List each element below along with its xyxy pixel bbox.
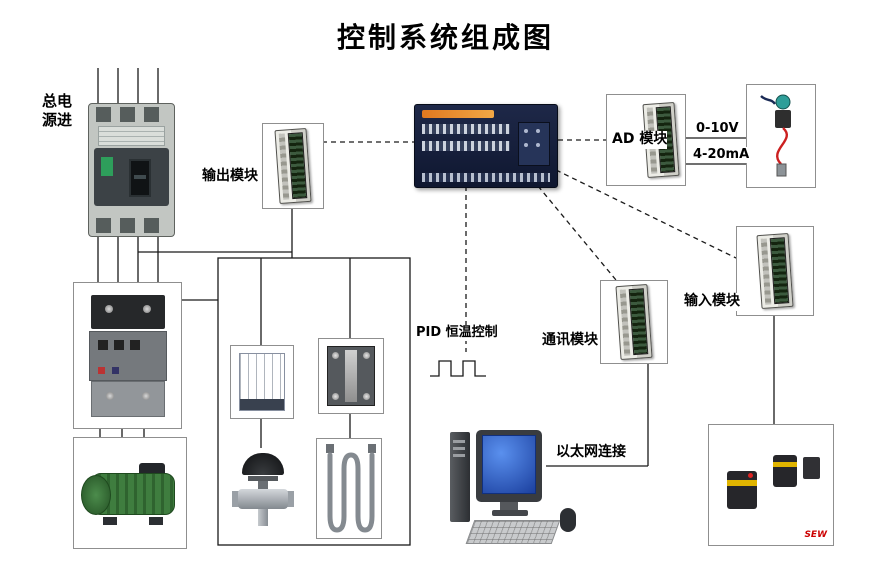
input-module-image (736, 226, 814, 316)
breaker-label-plate (98, 126, 165, 146)
field-sensors-image: SEW (708, 424, 834, 546)
sensor-red-cable (776, 127, 788, 165)
contactor-relay-image (318, 338, 384, 414)
ad-module-label: AD 模块 (612, 131, 668, 149)
computer-tower (450, 432, 470, 522)
breaker-green-sticker (101, 157, 113, 176)
heater-terminal (368, 444, 376, 453)
pid-control-label: PID 恒温控制 (416, 325, 498, 342)
comm-module-label: 通讯模块 (542, 332, 598, 350)
valve-flange-left (232, 491, 240, 507)
contactor-bottom-block (90, 380, 165, 417)
main-power-label-line1: 总电 (42, 92, 73, 110)
comm-io-module-graphic (615, 283, 653, 361)
plc-terminal-row-1 (422, 124, 510, 134)
ethernet-label: 以太网连接 (556, 444, 626, 462)
valve-body (238, 489, 288, 509)
heater-serpentine-tube (327, 452, 375, 533)
plc-to-comm-dashed-link (537, 185, 617, 281)
power-feed-lines (97, 68, 159, 103)
pressure-sensor-image (746, 84, 816, 188)
relay-image (230, 345, 294, 419)
valve-ring (248, 476, 278, 481)
compressor-graphic (81, 457, 179, 529)
sensor-body (775, 110, 791, 128)
relay-graphic (239, 353, 285, 411)
relay-silver-band (345, 350, 357, 402)
compressor-foot (103, 517, 117, 525)
monitor-base (492, 510, 528, 516)
module-terminal-strip (769, 237, 790, 305)
input-module-label: 输入模块 (684, 293, 740, 311)
valve-image (232, 448, 294, 534)
sensor-cube (803, 457, 820, 479)
breaker-front-panel (94, 148, 169, 206)
plc-controller-image (414, 104, 558, 188)
field-sensors-graphic: SEW (709, 425, 833, 545)
photo-sensor-small (773, 455, 797, 487)
comm-module-image (600, 280, 668, 364)
load-group-box (217, 257, 411, 546)
plc-side-panel (518, 122, 550, 166)
plc-terminal-row-2 (422, 141, 510, 151)
sensor-blue-wire (760, 95, 776, 105)
input-io-module-graphic (756, 232, 794, 310)
valve-actuator-dome (242, 453, 284, 475)
module-terminal-strip (287, 132, 308, 200)
analog-current-label: 4-20mA (693, 147, 750, 164)
ad-to-sensor-lines (686, 137, 746, 165)
breaker-top-terminals (96, 107, 167, 122)
valve-neck (258, 481, 268, 489)
compressor-foot (149, 517, 163, 525)
distribution-lines (138, 207, 351, 448)
mouse (560, 508, 576, 532)
main-power-label-line2: 源进 (42, 110, 73, 129)
contactor-top-block (90, 294, 165, 329)
analog-volt-label: 0-10V (696, 121, 739, 138)
compressor-end-cap (81, 475, 111, 515)
relay-base (240, 399, 284, 410)
heater-image (316, 438, 382, 539)
sensor-connector (775, 94, 791, 110)
compressor-image (73, 437, 187, 549)
plc-brand-stripe (422, 110, 494, 118)
computer-image (448, 428, 593, 548)
contactor-mid-block (88, 330, 167, 381)
page-title: 控制系统组成图 (336, 21, 554, 54)
breaker-bottom-terminals (96, 218, 167, 233)
contactor-graphic (88, 294, 167, 417)
valve-stem (258, 509, 268, 526)
output-io-module-graphic (274, 127, 312, 205)
contactor-image (73, 282, 182, 429)
sensor-brand-text: SEW (804, 530, 827, 540)
pwm-waveform-icon (430, 360, 486, 377)
keyboard (465, 520, 561, 544)
breaker-to-contactor-lines (97, 237, 159, 282)
monitor-stand (500, 502, 518, 510)
contactor-relay-graphic (327, 346, 375, 406)
plc-to-input-dashed-link (555, 169, 737, 259)
heater-element-graphic (326, 444, 376, 533)
photo-sensor-large (727, 471, 757, 509)
breaker-toggle (129, 159, 151, 197)
sensor-probe-tip (776, 163, 787, 177)
output-module-label: 输出模块 (202, 168, 258, 186)
ethernet-line (546, 362, 649, 467)
valve-flange-right (286, 491, 294, 507)
output-module-image (262, 123, 324, 209)
module-terminal-strip (628, 288, 649, 356)
plc-terminal-row-bottom (422, 173, 550, 182)
computer-monitor (476, 430, 542, 502)
sensor-cable-graphic (760, 94, 791, 177)
circuit-breaker-image (88, 103, 175, 237)
computer-screen (482, 435, 536, 494)
main-power-label: 总电 源进 (42, 92, 73, 130)
heater-terminal (326, 444, 334, 453)
